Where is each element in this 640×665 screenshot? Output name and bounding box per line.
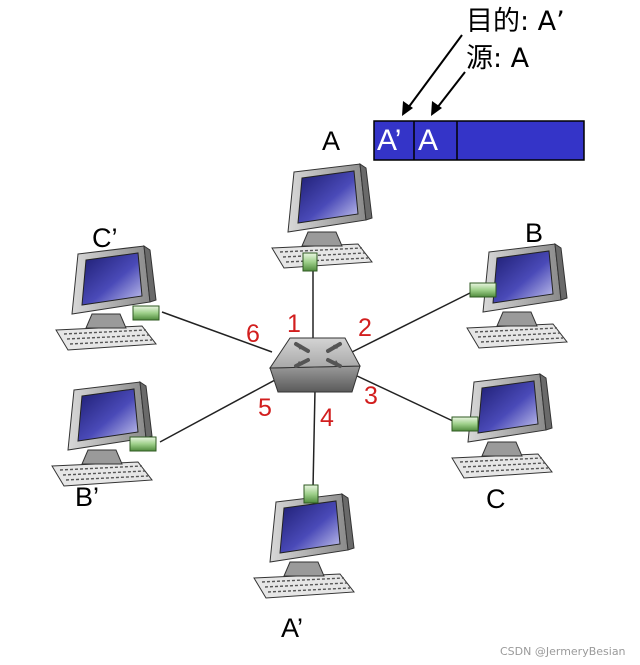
- src-address-label: 源: A: [466, 43, 530, 74]
- port-2-label: 2: [358, 314, 372, 342]
- nic-a-icon: [302, 252, 318, 272]
- host-b-prime-label: B’: [75, 482, 100, 512]
- cable-port-5: [159, 379, 276, 443]
- nic-b-prime-icon: [129, 436, 157, 452]
- host-c-prime-label: C’: [92, 223, 118, 253]
- frame-src-field: A: [418, 124, 439, 157]
- host-b-label: B: [525, 218, 544, 248]
- watermark: CSDN @JermeryBesian: [500, 645, 626, 658]
- port-5-label: 5: [258, 394, 272, 422]
- nic-a-prime-icon: [303, 484, 319, 504]
- nic-b-icon: [469, 282, 497, 298]
- nic-c-prime-icon: [132, 305, 160, 321]
- src-arrow: [436, 71, 466, 109]
- port-6-label: 6: [246, 320, 260, 348]
- cables: [159, 270, 473, 489]
- computer-b-prime-icon: [51, 381, 153, 487]
- computer-a-prime-icon: [253, 493, 355, 599]
- switch-icon: [269, 337, 361, 393]
- ethernet-frame: [373, 120, 585, 161]
- cable-port-3: [354, 374, 456, 423]
- dest-address-label: 目的: A’: [466, 6, 565, 37]
- nic-c-icon: [451, 416, 479, 432]
- pointer-arrows: [402, 34, 466, 116]
- frame-dest-field: A’: [377, 124, 402, 157]
- host-a-prime-label: A’: [281, 613, 304, 643]
- computer-c-prime-icon: [55, 245, 157, 351]
- port-1-label: 1: [287, 310, 301, 338]
- cable-port-6: [161, 311, 273, 353]
- host-c-label: C: [486, 484, 506, 514]
- port-3-label: 3: [364, 382, 378, 410]
- cable-port-2: [351, 291, 473, 353]
- cable-port-4: [312, 389, 316, 489]
- port-4-label: 4: [320, 404, 334, 432]
- host-a-label: A: [322, 126, 341, 156]
- computer-a-icon: [271, 163, 373, 269]
- dest-arrow: [407, 34, 463, 109]
